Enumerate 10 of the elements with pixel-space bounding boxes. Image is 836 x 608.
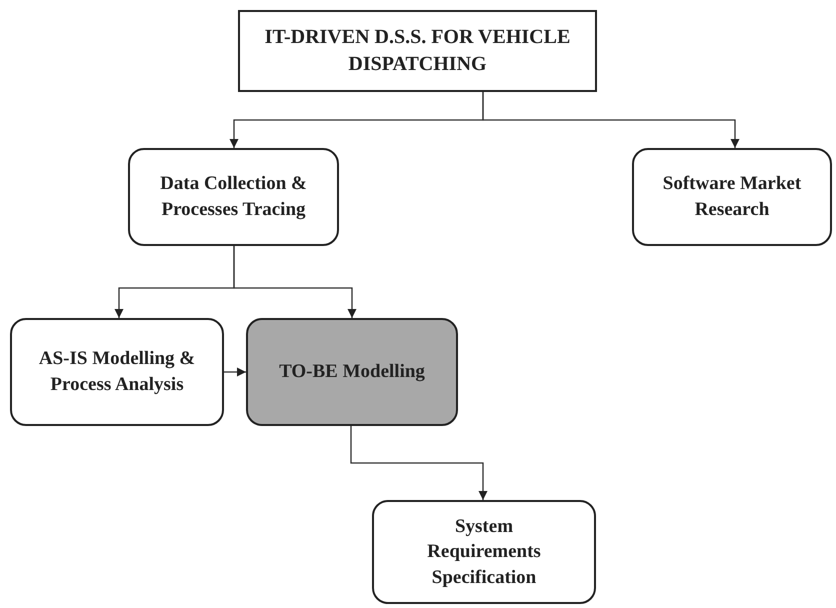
process-box: AS-IS Modelling & Process Analysis	[10, 318, 224, 426]
process-box: TO-BE Modelling	[246, 318, 458, 426]
arrow	[482, 92, 740, 148]
process-box: Data Collection & Processes Tracing	[128, 148, 339, 246]
process-box: System Requirements Specification	[372, 500, 596, 604]
title-box: IT-DRIVEN D.S.S. FOR VEHICLE DISPATCHING	[238, 10, 597, 92]
arrow	[350, 426, 488, 500]
process-box: Software Market Research	[632, 148, 832, 246]
arrow	[233, 246, 356, 318]
arrow	[224, 368, 246, 376]
